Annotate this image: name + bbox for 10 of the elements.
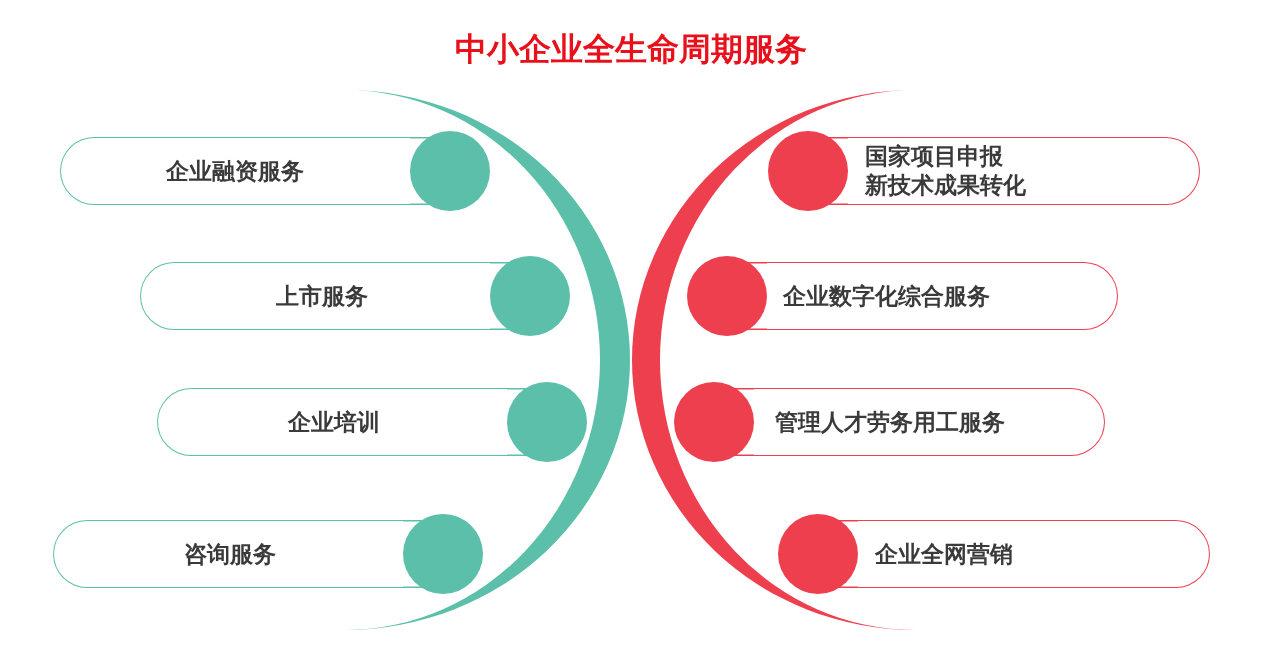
service-label: 企业培训 <box>288 407 380 437</box>
service-label: 新技术成果转化 <box>865 171 1026 200</box>
service-label: 企业数字化综合服务 <box>783 281 990 311</box>
service-label: 上市服务 <box>276 281 368 311</box>
service-label: 企业融资服务 <box>166 156 304 186</box>
service-label: 企业全网营销 <box>875 539 1013 569</box>
service-label: 咨询服务 <box>184 539 276 569</box>
service-label: 国家项目申报 <box>865 142 1004 171</box>
service-label: 管理人才劳务用工服务 <box>775 407 1005 437</box>
title: 中小企业全生命周期服务 <box>453 29 808 70</box>
